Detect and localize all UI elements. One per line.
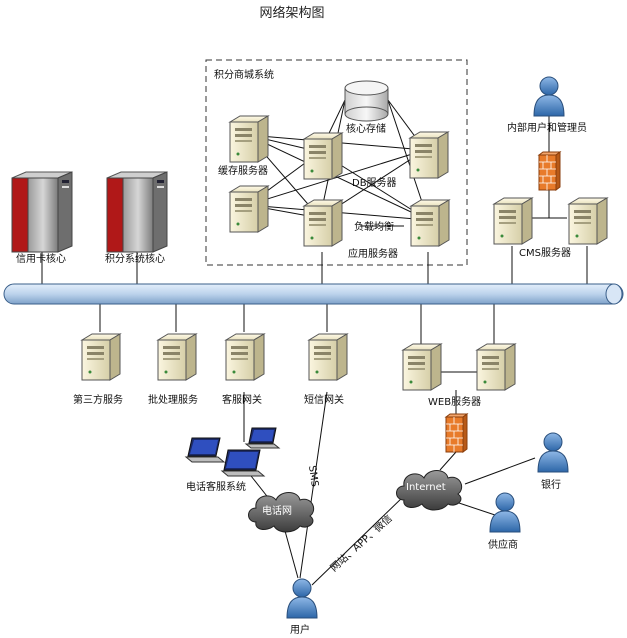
third-party-server-icon [80, 333, 122, 381]
cms-servers-label: CMS服务器 [519, 246, 571, 259]
call-center-label: 电话客服系统 [186, 480, 246, 493]
bank-label: 银行 [541, 478, 561, 491]
batch-label: 批处理服务 [148, 393, 198, 406]
web-servers-label: WEB服务器 [428, 395, 481, 408]
user-person-icon [286, 578, 318, 619]
cache-server-1-icon [228, 115, 270, 163]
internet-label: Internet [406, 482, 446, 493]
cs-gateway-label: 客服网关 [222, 393, 262, 406]
web-firewall-icon [444, 413, 469, 453]
cms-server-2-icon [567, 197, 609, 245]
points-system-core-mainframe-icon [106, 171, 168, 253]
bank-person-icon [537, 432, 569, 473]
servers [80, 115, 609, 391]
batch-server-icon [156, 333, 198, 381]
cache-servers-label: 缓存服务器 [218, 164, 268, 177]
load-balance-label: 负载均衡 [354, 220, 394, 233]
supplier-label: 供应商 [488, 538, 518, 551]
db-server-2-icon [408, 131, 450, 179]
credit-card-core-label: 信用卡核心 [16, 252, 66, 265]
internal-users-person-icon [533, 76, 565, 117]
cms-server-1-icon [492, 197, 534, 245]
points-mall-group-box [205, 59, 468, 266]
core-storage-disk-icon [344, 80, 389, 122]
user-label: 用户 [290, 623, 310, 636]
app-server-1-icon [302, 199, 344, 247]
sms-gateway-label: 短信网关 [304, 393, 344, 406]
network-bus [3, 283, 624, 305]
web-server-1-icon [401, 343, 443, 391]
sms-edge-label: SMS [306, 465, 320, 488]
phone-network-label: 电话网 [262, 504, 292, 517]
cs-gateway-server-icon [224, 333, 266, 381]
db-server-1-icon [302, 132, 344, 180]
cms-firewall-icon [537, 151, 562, 191]
credit-card-core-mainframe-icon [11, 171, 73, 253]
diagram-title: 网络架构图 [259, 5, 324, 21]
web-channels-edge-label: 网站、APP、微信 [327, 512, 394, 574]
phone-network-cloud-icon [248, 492, 315, 533]
internal-users-label: 内部用户和管理员 [507, 121, 587, 134]
app-servers-label: 应用服务器 [348, 247, 398, 260]
points-system-core-label: 积分系统核心 [105, 252, 165, 265]
third-party-label: 第三方服务 [73, 393, 123, 406]
points-mall-group-label: 积分商城系统 [214, 68, 274, 81]
supplier-person-icon [489, 492, 521, 533]
sms-gateway-server-icon [307, 333, 349, 381]
db-servers-label: DB服务器 [352, 176, 397, 189]
web-server-2-icon [475, 343, 517, 391]
internet-cloud-icon [396, 470, 463, 511]
app-server-2-icon [409, 199, 451, 247]
call-center-laptops-icon [184, 427, 281, 477]
core-storage-label: 核心存储 [346, 122, 386, 135]
cache-server-2-icon [228, 185, 270, 233]
